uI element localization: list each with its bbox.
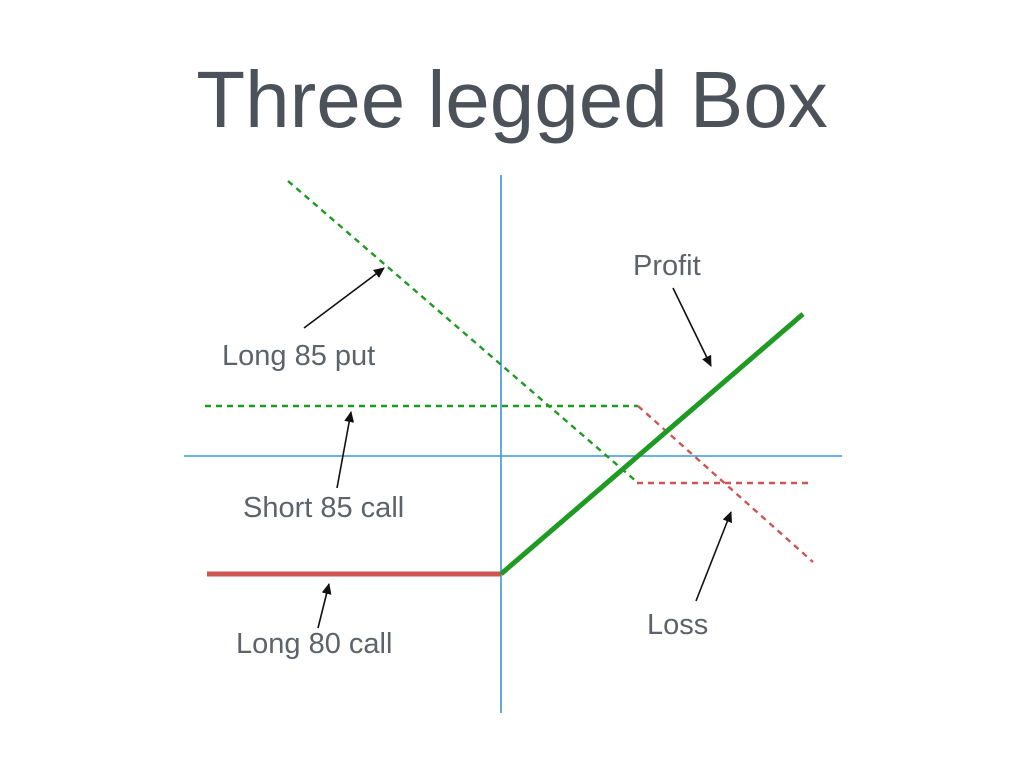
loss-label: Loss (647, 609, 708, 641)
short-85-call-arrow (336, 411, 355, 489)
short-85-call-label: Short 85 call (243, 492, 404, 524)
profit-arrow (672, 287, 712, 367)
loss-arrow (695, 511, 732, 602)
long-85-put-arrow (303, 267, 385, 329)
profit-label: Profit (633, 250, 701, 282)
long-85-put-label: Long 85 put (222, 340, 375, 372)
long-85-put-line (287, 180, 638, 483)
slide-title: Three legged Box (196, 55, 828, 144)
combined-payoff-line (499, 312, 805, 576)
long-80-call-label: Long 80 call (236, 628, 392, 660)
long-80-call-arrow (317, 583, 332, 629)
